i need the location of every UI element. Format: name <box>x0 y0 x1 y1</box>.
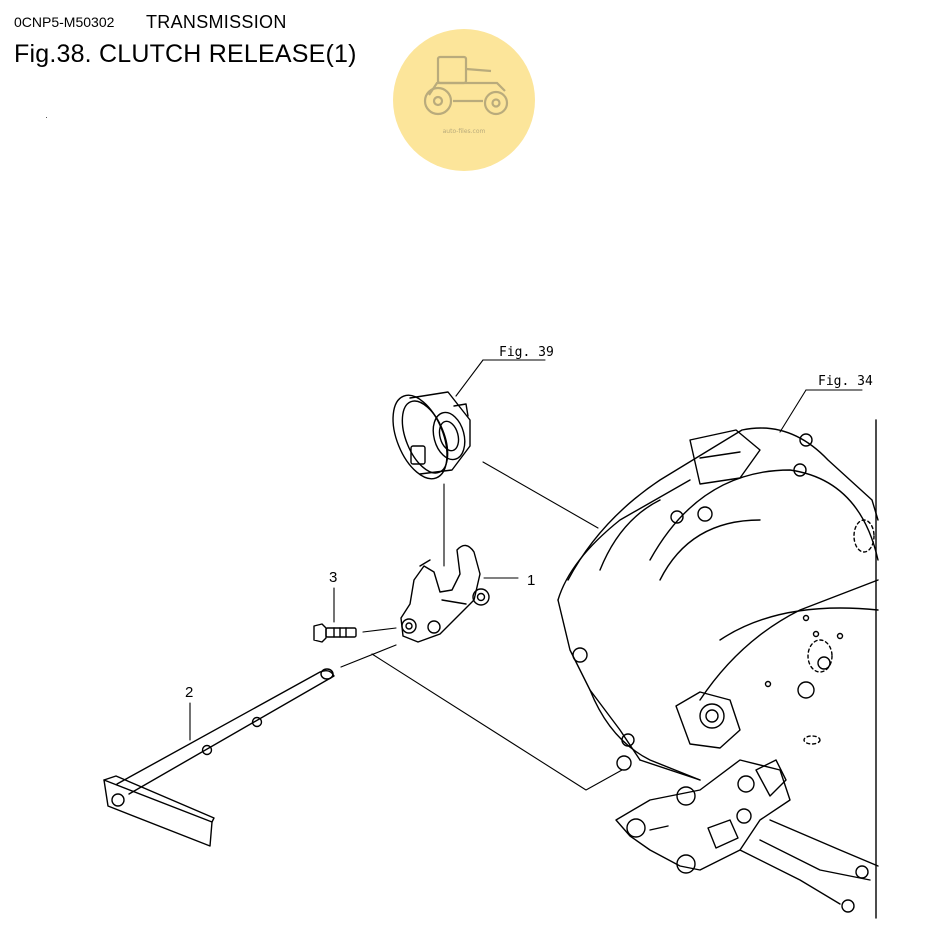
leader-lines <box>189 359 863 791</box>
release-bearing <box>392 391 471 480</box>
ref-fig39-label: Fig. 39 <box>499 345 554 360</box>
tractor-icon <box>423 55 509 116</box>
part-1-label: 1 <box>527 572 535 589</box>
section-title: TRANSMISSION <box>146 12 287 32</box>
logo-text: auto-files.com <box>443 128 486 135</box>
release-fork <box>400 544 490 643</box>
transmission-housing <box>557 419 879 919</box>
watermark-logo: auto-files.com <box>393 29 535 171</box>
release-shaft <box>103 668 335 847</box>
bolt <box>313 623 357 643</box>
document-code: 0CNP5-M50302 <box>14 14 115 30</box>
stray-dot <box>46 117 47 118</box>
part-2-label: 2 <box>185 684 193 701</box>
mounting-bracket <box>615 759 879 913</box>
figure-title: Fig.38. CLUTCH RELEASE(1) <box>14 40 357 68</box>
ref-fig34-label: Fig. 34 <box>818 374 873 389</box>
part-3-label: 3 <box>329 569 337 586</box>
